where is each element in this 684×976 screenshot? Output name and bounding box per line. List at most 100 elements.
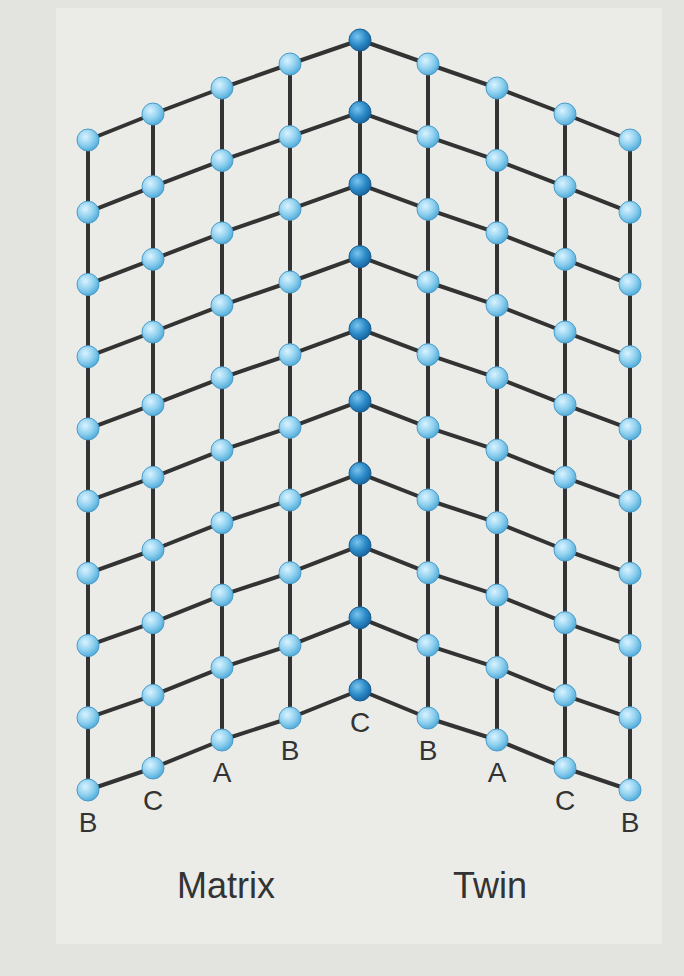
atom-circle <box>554 248 576 270</box>
atom-circle <box>554 684 576 706</box>
atom-circle <box>349 390 371 412</box>
atom-circle <box>279 489 301 511</box>
atom-circle <box>349 607 371 629</box>
atom-circle <box>417 489 439 511</box>
atom-circle <box>619 346 641 368</box>
atom-circle <box>619 490 641 512</box>
atom-circle <box>417 416 439 438</box>
atom-circle <box>142 757 164 779</box>
atom-circle <box>142 539 164 561</box>
atom-circle <box>486 439 508 461</box>
atom-circle <box>486 294 508 316</box>
atom-circle <box>349 173 371 195</box>
atom-circle <box>77 490 99 512</box>
stacking-letter: C <box>555 787 575 815</box>
stacking-letter: B <box>419 737 438 765</box>
atom-circle <box>619 779 641 801</box>
stacking-letter: A <box>213 759 232 787</box>
atom-circle <box>417 634 439 656</box>
region-label: Twin <box>453 868 527 904</box>
atom-circle <box>554 612 576 634</box>
atom-circle <box>279 416 301 438</box>
atom-circle <box>142 684 164 706</box>
atom-circle <box>619 129 641 151</box>
atom-circle <box>349 246 371 268</box>
atom-circle <box>486 222 508 244</box>
stacking-letter: B <box>79 809 98 837</box>
atom-circle <box>417 53 439 75</box>
atom-circle <box>554 466 576 488</box>
atom-circle <box>486 512 508 534</box>
atom-circle <box>417 126 439 148</box>
atom-circle <box>77 779 99 801</box>
atom-circle <box>211 729 233 751</box>
atom-circle <box>554 539 576 561</box>
atom-circle <box>77 707 99 729</box>
region-label: Matrix <box>177 868 275 904</box>
atom-circle <box>417 562 439 584</box>
atom-circle <box>349 535 371 557</box>
atom-circle <box>77 562 99 584</box>
atom-circle <box>142 176 164 198</box>
atom-circle <box>486 584 508 606</box>
atom-circle <box>211 149 233 171</box>
atom-circle <box>349 318 371 340</box>
atom-circle <box>279 53 301 75</box>
stacking-letter: B <box>281 737 300 765</box>
atom-circle <box>77 635 99 657</box>
atom-circle <box>211 512 233 534</box>
atom-circle <box>486 367 508 389</box>
atom-circle <box>486 657 508 679</box>
atom-circle <box>77 129 99 151</box>
stacking-letter: A <box>488 759 507 787</box>
atom-circle <box>417 344 439 366</box>
atom-circle <box>417 198 439 220</box>
atom-circle <box>279 271 301 293</box>
atom-circle <box>211 657 233 679</box>
atom-circle <box>142 394 164 416</box>
atom-circle <box>279 344 301 366</box>
stacking-letter: C <box>143 787 163 815</box>
atom-circle <box>619 273 641 295</box>
atom-circle <box>142 466 164 488</box>
atom-circle <box>349 101 371 123</box>
atom-circle <box>77 201 99 223</box>
atom-circle <box>554 103 576 125</box>
atom-circle <box>486 149 508 171</box>
atom-circle <box>211 367 233 389</box>
atom-circle <box>142 321 164 343</box>
atom-circle <box>554 321 576 343</box>
atom-circle <box>211 222 233 244</box>
atom-circle <box>486 729 508 751</box>
atom-circle <box>554 394 576 416</box>
atom-circle <box>486 77 508 99</box>
atom-circle <box>417 707 439 729</box>
atom-circle <box>279 562 301 584</box>
atom-circle <box>142 103 164 125</box>
atom-circle <box>554 757 576 779</box>
atom-circle <box>142 248 164 270</box>
atom-circle <box>211 584 233 606</box>
atom-circle <box>77 273 99 295</box>
atom-circle <box>279 126 301 148</box>
stacking-letter: B <box>621 809 640 837</box>
atom-circle <box>619 418 641 440</box>
atom-circle <box>211 77 233 99</box>
atom-circle <box>279 634 301 656</box>
atom-circle <box>77 346 99 368</box>
atom-circle <box>349 679 371 701</box>
atom-circle <box>619 201 641 223</box>
stacking-letter: C <box>350 709 370 737</box>
atom-circle <box>619 707 641 729</box>
atom-circle <box>349 462 371 484</box>
atom-circle <box>349 29 371 51</box>
atom-circle <box>77 418 99 440</box>
atom-circle <box>619 562 641 584</box>
atom-circle <box>417 271 439 293</box>
atom-circle <box>279 198 301 220</box>
atom-circle <box>279 707 301 729</box>
atom-circle <box>554 176 576 198</box>
atom-circle <box>211 439 233 461</box>
atom-circle <box>142 612 164 634</box>
